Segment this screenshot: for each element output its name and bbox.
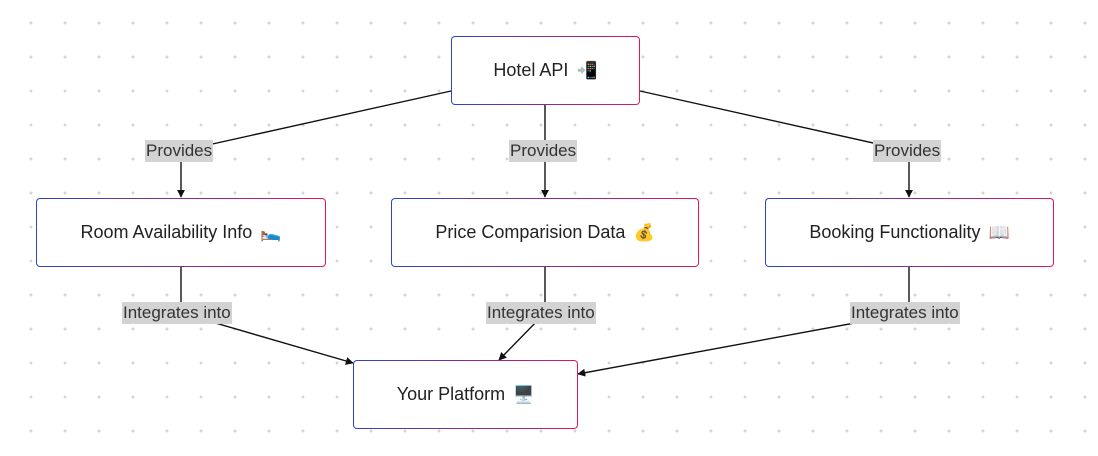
money-bag-icon: 💰 xyxy=(633,222,655,242)
node-price-comparison: Price Comparision Data 💰 xyxy=(391,198,699,267)
edge-label-integrates-booking: Integrates into xyxy=(850,302,960,324)
node-room-availability-label: Room Availability Info xyxy=(80,222,253,242)
open-book-icon: 📖 xyxy=(988,222,1010,242)
node-hotel-api: Hotel API 📲 xyxy=(451,36,640,105)
node-platform-label: Your Platform xyxy=(396,384,506,404)
node-booking-label: Booking Functionality xyxy=(809,222,981,242)
edge-label-integrates-price: Integrates into xyxy=(486,302,596,324)
edge-label-provides-price: Provides xyxy=(509,140,578,162)
edge-api-to-booking xyxy=(639,90,913,198)
edge-label-provides-room: Provides xyxy=(145,140,214,162)
node-hotel-api-label: Hotel API xyxy=(493,60,569,80)
bed-icon: 🛌 xyxy=(260,222,282,242)
node-room-availability: Room Availability Info 🛌 xyxy=(36,198,326,267)
edge-api-to-room xyxy=(177,90,452,198)
desktop-computer-icon: 🖥️ xyxy=(513,384,535,404)
node-booking-functionality: Booking Functionality 📖 xyxy=(765,198,1054,267)
edge-label-provides-booking: Provides xyxy=(873,140,942,162)
node-your-platform: Your Platform 🖥️ xyxy=(353,360,578,429)
edge-label-integrates-room: Integrates into xyxy=(122,302,232,324)
mobile-phone-arrow-icon: 📲 xyxy=(576,60,598,80)
node-price-comparison-label: Price Comparision Data xyxy=(435,222,626,242)
